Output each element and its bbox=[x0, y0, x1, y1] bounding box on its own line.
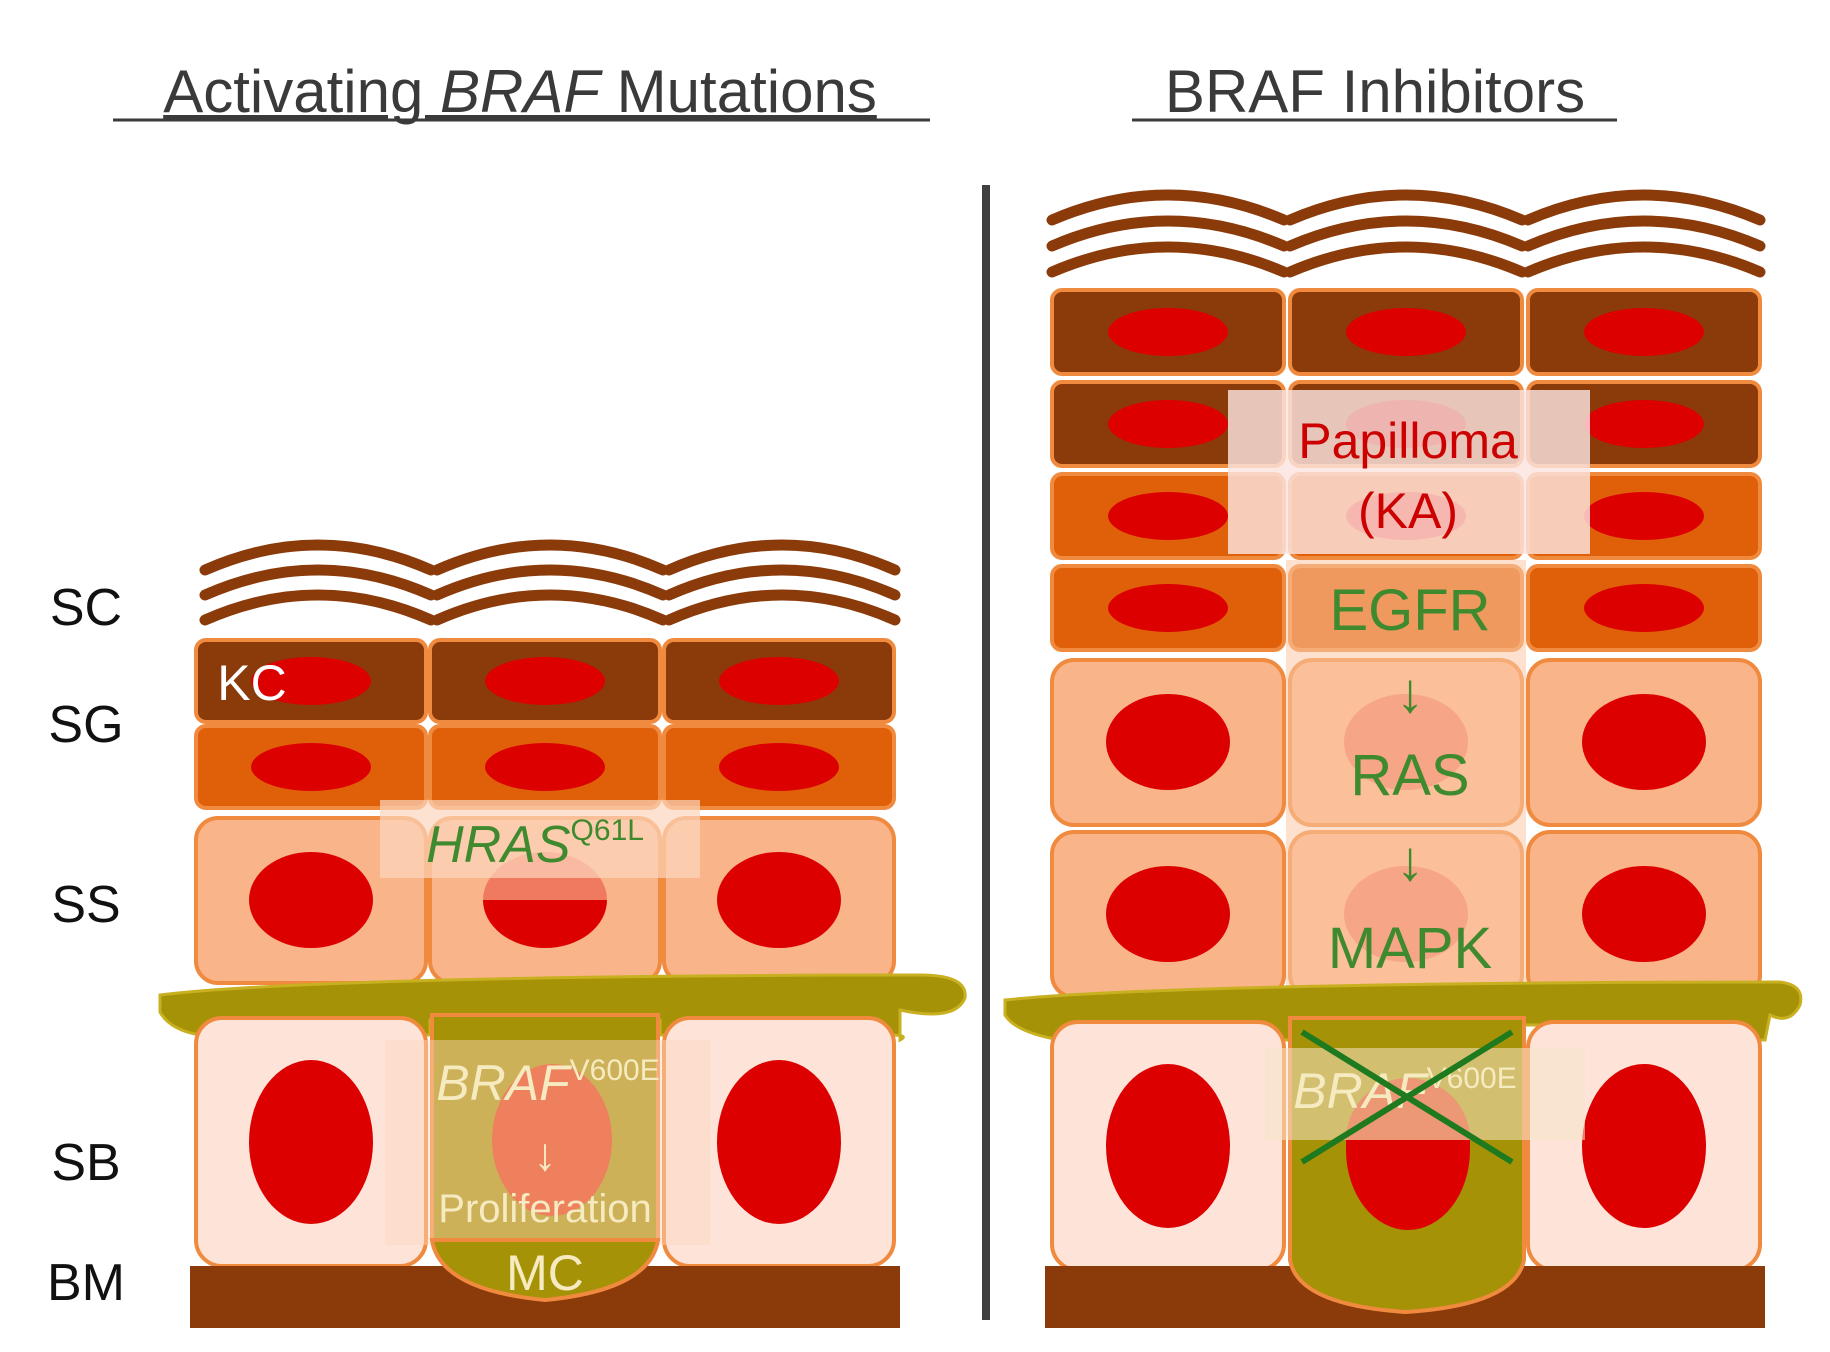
mapk-label: MAPK bbox=[1328, 916, 1493, 981]
ka-label: (KA) bbox=[1358, 483, 1458, 539]
inhibition-cross-line-2 bbox=[1300, 1029, 1514, 1165]
right-title: BRAF Inhibitors bbox=[1165, 58, 1585, 125]
right-stratum-corneum bbox=[1046, 189, 1766, 278]
layer-label-sb: SB bbox=[51, 1134, 120, 1192]
ras-mapk-arrow: ↓ bbox=[1396, 829, 1424, 892]
pathway-overlay bbox=[1286, 560, 1526, 1000]
left-panel: KC HRASQ61L bbox=[158, 539, 967, 1328]
layer-label-ss: SS bbox=[51, 876, 120, 934]
left-stratum-corneum bbox=[199, 539, 901, 626]
egfr-label: EGFR bbox=[1329, 578, 1490, 643]
proliferation-label: Proliferation bbox=[438, 1187, 651, 1231]
left-title: Activating BRAF Mutations bbox=[163, 58, 877, 125]
right-braf-label-box bbox=[1265, 1048, 1585, 1140]
egfr-ras-arrow: ↓ bbox=[1396, 661, 1424, 724]
left-melanocyte-base bbox=[429, 1238, 661, 1303]
hras-label: HRASQ61L bbox=[426, 814, 644, 874]
proliferation-arrow: ↓ bbox=[534, 1128, 557, 1180]
layer-label-sc: SC bbox=[50, 579, 122, 637]
right-braf-label: BRAFV600E bbox=[1293, 1062, 1516, 1119]
layer-label-bm: BM bbox=[47, 1254, 125, 1312]
right-basal-row bbox=[1050, 1020, 1762, 1272]
right-melanocyte-nucleus-bottom bbox=[1346, 1140, 1470, 1230]
papilloma-nucleus-behind bbox=[1346, 400, 1466, 448]
hras-label-box bbox=[380, 800, 700, 878]
mc-label: MC bbox=[506, 1245, 584, 1301]
left-basal-row bbox=[194, 1016, 896, 1268]
ras-label: RAS bbox=[1350, 743, 1469, 808]
braf-label: BRAFV600E bbox=[436, 1054, 659, 1111]
ka-nucleus-behind bbox=[1346, 492, 1466, 540]
braf-label-box bbox=[385, 1040, 710, 1245]
kc-label: KC bbox=[217, 655, 286, 711]
left-granular-row-2 bbox=[194, 724, 896, 810]
right-panel: Papilloma (KA) EGFR ↓ RAS ↓ MAPK BRAFV60… bbox=[1003, 189, 1803, 1328]
left-granular-row-1 bbox=[194, 638, 896, 724]
papilloma-label: Papilloma bbox=[1298, 413, 1518, 469]
layer-label-sg: SG bbox=[48, 696, 123, 754]
left-melanocyte-nucleus bbox=[492, 1064, 612, 1216]
